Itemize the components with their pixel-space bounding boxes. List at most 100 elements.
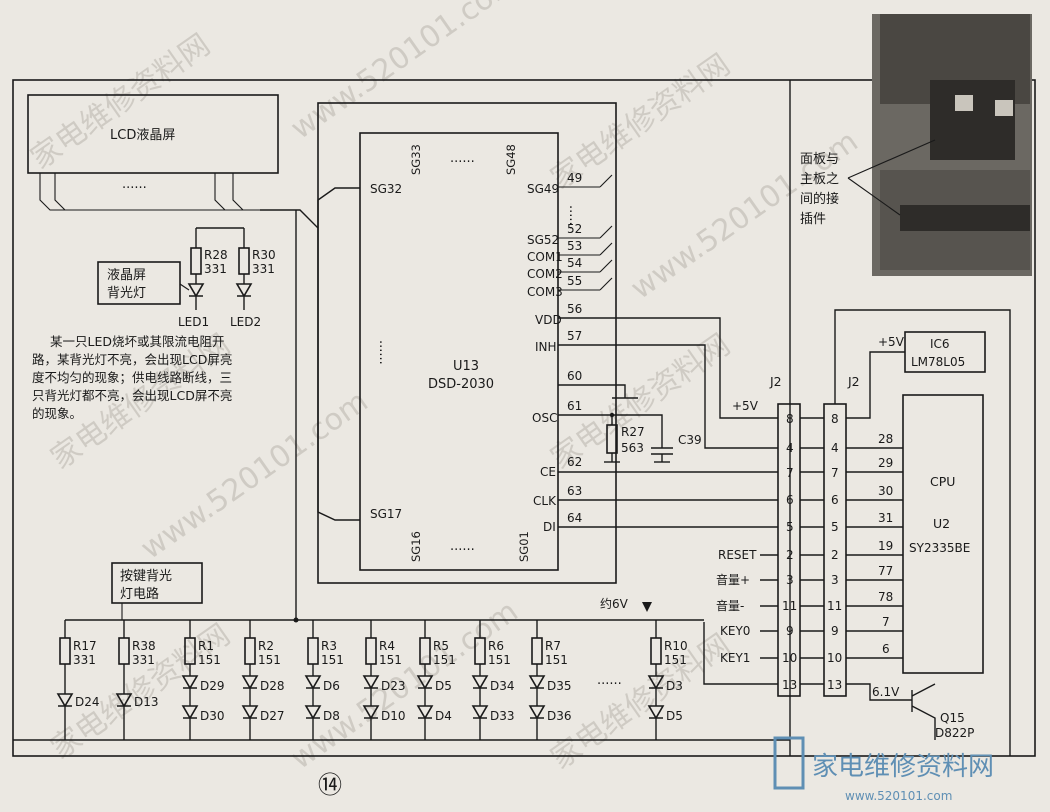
u13-pin-sg52-label: SG52 (527, 233, 559, 247)
osc-wire (558, 414, 663, 448)
key-resistor-value-4: 151 (321, 653, 344, 667)
key-led-top-3 (241, 675, 259, 690)
keys-callout-box (111, 562, 203, 604)
callout-pointer (179, 283, 190, 291)
keys-dots: ...... (597, 673, 622, 688)
r28-name: R28 (204, 248, 228, 262)
j2-right-pin-9: 9 (831, 624, 839, 638)
u13-pin-sg32: SG32 (370, 182, 402, 196)
j2-right-pin-5: 5 (831, 520, 839, 534)
key-resistor-name-9: R10 (664, 639, 688, 653)
inh-wire (558, 344, 778, 449)
key-resistor-value-3: 151 (258, 653, 281, 667)
r28-value: 331 (204, 262, 227, 276)
key-led-bottom-4 (304, 705, 322, 720)
backlight-callout-line2: 背光灯 (107, 286, 146, 301)
key-diode-top-label-3: D28 (260, 679, 285, 693)
key-diode-top-label-5: D23 (381, 679, 406, 693)
r30-name: R30 (252, 248, 276, 262)
j2-left-pin-6: 2 (786, 548, 794, 562)
watermark-cn-1: 家电维修资料网 (25, 27, 217, 176)
voltage-arrow (642, 602, 652, 612)
vdd-wire (558, 317, 778, 419)
key-diode-bottom-label-2: D30 (200, 709, 225, 723)
signal-key1: KEY1 (720, 651, 750, 665)
u13-pin-sg01: SG01 (517, 531, 531, 562)
u13-pin-53-num: 53 (567, 239, 582, 253)
pin13-feed (703, 622, 778, 685)
u13-right-dots: ...... (566, 205, 581, 230)
j2-right-pin-3: 7 (831, 466, 839, 480)
watermark-url-1: www.520101.com (285, 0, 525, 147)
cpu-pin-28: 28 (878, 432, 893, 446)
u13-left-dots: ...... (376, 340, 391, 365)
key-resistor-name-8: R7 (545, 639, 561, 653)
j2-right-pin-10: 10 (827, 651, 842, 665)
key-resistor-name-3: R2 (258, 639, 274, 653)
watermark-cn-6: 家电维修资料网 (545, 627, 737, 776)
signal-key0: KEY0 (720, 624, 750, 638)
key-diode-bottom-label-4: D8 (323, 709, 340, 723)
u13-outer-frame (317, 102, 617, 584)
key-resistor-value-8: 151 (545, 653, 568, 667)
u13-pin-52-num: 52 (567, 222, 582, 236)
note-line-1: 某一只LED烧坏或其限流电阻开 (50, 334, 225, 349)
u13-pin-63-num: 63 (567, 484, 582, 498)
q15-base-wire (846, 683, 912, 701)
key-diode-bottom-label-5: D10 (381, 709, 406, 723)
j2-left-pin-2: 4 (786, 441, 794, 455)
key-resistor-name-6: R5 (433, 639, 449, 653)
ic6-output (846, 351, 905, 419)
key-diode-bottom-label-8: D36 (547, 709, 572, 723)
key-diode-top-label-2: D29 (200, 679, 225, 693)
j2-left-pin-1: 8 (786, 412, 794, 426)
figure-number: ⑭ (318, 771, 342, 799)
key-led-bottom-6 (416, 705, 434, 720)
j2-right: J2 8 4 7 6 5 2 3 11 9 10 13 (800, 374, 860, 697)
j2-left-pin-3: 7 (786, 466, 794, 480)
u13-pin-inh-label: INH (535, 340, 557, 354)
j2-left-body (777, 403, 801, 697)
key-led-bottom-7 (471, 705, 489, 720)
u13-pin-57-num: 57 (567, 329, 582, 343)
cpu-name: U2 (933, 516, 950, 531)
q15-block: 6.1V Q15 D822P (846, 683, 974, 740)
u13-pin-55-num: 55 (567, 274, 582, 288)
photo-socket (930, 80, 1015, 160)
key-resistor-value-6: 151 (433, 653, 456, 667)
cpu-part: SY2335BE (909, 541, 970, 555)
key-columns: R17331D24R38331D13R1151D29D30R2151D28D27… (56, 620, 688, 740)
j2-left-pin-5: 5 (786, 520, 794, 534)
j2-left-pin-4: 6 (786, 493, 794, 507)
led2-symbol (235, 283, 253, 298)
lcd-backlight: R28 331 R30 331 LED1 LED2 液晶屏 背光灯 (97, 227, 276, 329)
u13-top-dots: ...... (450, 151, 475, 166)
fault-note: 某一只LED烧坏或其限流电阻开 路，某背光灯不亮，会出现LCD屏亮 度不均匀的现… (32, 334, 232, 421)
key-diode-bottom-label-6: D4 (435, 709, 452, 723)
key-diode-top-label-4: D6 (323, 679, 340, 693)
keys-callout-line2: 灯电路 (120, 586, 159, 602)
site-logo-url: www.520101.com (845, 789, 952, 803)
cpu-pin-78: 78 (878, 590, 893, 604)
rail-node (293, 617, 299, 623)
j2-left-pin-9: 9 (786, 624, 794, 638)
lcd-panel (27, 94, 279, 174)
u13-pin-62-num: 62 (567, 455, 582, 469)
key-resistor-name-0: R17 (73, 639, 97, 653)
u13-pin-vdd-label: VDD (535, 313, 562, 327)
u13-pin-clk-label: CLK (533, 494, 557, 508)
key-resistor-value-0: 331 (73, 653, 96, 667)
j2-left-pin-11: 13 (782, 678, 797, 692)
j2-left-pin-8: 11 (782, 599, 797, 613)
cpu-block: CPU U2 SY2335BE 28 29 30 31 19 77 78 7 6 (846, 394, 984, 674)
key-led-top-8 (528, 675, 546, 690)
j2-right-label: J2 (847, 374, 860, 389)
keys-callout-line1: 按键背光 (120, 569, 172, 584)
key-resistor-value-9: 151 (664, 653, 687, 667)
u13-part: DSD-2030 (428, 377, 494, 392)
u13-pin-61-num: 61 (567, 399, 582, 413)
u13-pin-60-num: 60 (567, 369, 582, 383)
j2-right-pin-4: 6 (831, 493, 839, 507)
c39-label: C39 (678, 433, 702, 447)
key-led-bottom-3 (241, 705, 259, 720)
